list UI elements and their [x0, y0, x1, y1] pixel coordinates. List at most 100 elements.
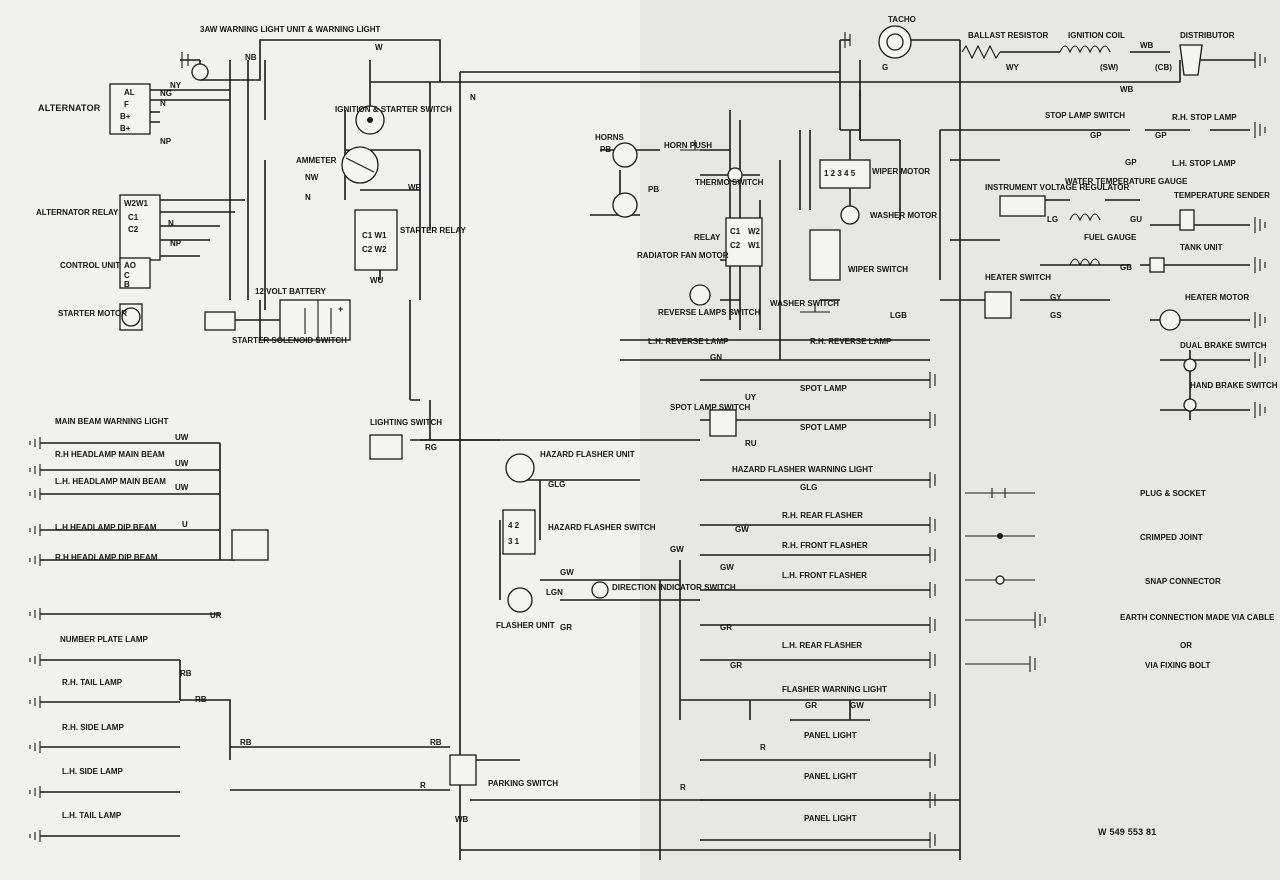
label-panel-1: PANEL LIGHT	[804, 731, 857, 740]
horn-push	[680, 140, 710, 151]
label-washer-switch: WASHER SWITCH	[770, 299, 839, 308]
svg-text:RB: RB	[430, 738, 442, 747]
label-lh-stop: L.H. STOP LAMP	[1172, 159, 1236, 168]
earth-cable-icon	[965, 612, 1046, 628]
label-temp-sender: TEMPERATURE SENDER	[1174, 191, 1270, 200]
hazard-unit-block	[505, 453, 535, 483]
svg-text:UW: UW	[175, 459, 189, 468]
radiator-fan-motor	[689, 284, 711, 306]
direction-indicator-switch	[591, 581, 609, 599]
svg-text:WB: WB	[1140, 41, 1154, 50]
label-starter-motor: STARTER MOTOR	[58, 309, 127, 318]
tacho-block	[878, 25, 912, 59]
label-battery: 12 VOLT BATTERY	[255, 287, 327, 296]
svg-text:AO: AO	[124, 261, 136, 270]
label-rh-side: R.H. SIDE LAMP	[62, 723, 124, 732]
label-heater-motor: HEATER MOTOR	[1185, 293, 1249, 302]
svg-text:W2W1: W2W1	[124, 199, 149, 208]
alternator	[109, 83, 151, 135]
water-gauge-block	[1069, 213, 1101, 222]
label-hazard-warning: HAZARD FLASHER WARNING LIGHT	[732, 465, 873, 474]
svg-text:LGN: LGN	[546, 588, 563, 597]
wiper-motor-block: 1 2 3 4 5	[819, 159, 871, 189]
spot-lamp-switch	[709, 409, 737, 437]
svg-text:C2: C2	[128, 225, 139, 234]
svg-text:C1: C1	[128, 213, 139, 222]
label-lh-front-flasher: L.H. FRONT FLASHER	[782, 571, 867, 580]
svg-text:UR: UR	[210, 611, 222, 620]
starter-solenoid	[204, 311, 236, 331]
label-relay: RELAY	[694, 233, 721, 242]
tank-unit	[1149, 257, 1165, 273]
svg-text:GP: GP	[1155, 131, 1167, 140]
label-hazard-switch: HAZARD FLASHER SWITCH	[548, 523, 656, 532]
svg-text:LG: LG	[1047, 215, 1058, 224]
svg-text:C2: C2	[730, 241, 741, 250]
svg-text:GR: GR	[720, 623, 732, 632]
svg-text:GU: GU	[1130, 215, 1142, 224]
lighting-switch	[369, 434, 403, 460]
radiator-fan-block	[689, 284, 711, 306]
hazard-flasher-unit	[505, 453, 535, 483]
label-control-unit: CONTROL UNIT	[60, 261, 120, 270]
svg-text:3 1: 3 1	[508, 537, 520, 546]
label-ignition-switch: IGNITION & STARTER SWITCH	[335, 105, 452, 114]
spot-lamp-switch-block	[709, 409, 737, 437]
label-reverse-switch: REVERSE LAMPS SWITCH	[658, 308, 760, 317]
washer-switch-block	[800, 304, 830, 313]
svg-text:GR: GR	[730, 661, 742, 670]
svg-text:WB: WB	[455, 815, 469, 824]
svg-text:C: C	[124, 271, 130, 280]
label-rh-tail: R.H. TAIL LAMP	[62, 678, 123, 687]
label-water-gauge: WATER TEMPERATURE GAUGE	[1065, 177, 1188, 186]
dipper-switch-block	[231, 529, 269, 561]
component-labels: 3AW WARNING LIGHT UNIT & WARNING LIGHT A…	[36, 15, 1278, 823]
legend-earth-bolt: VIA FIXING BOLT	[1145, 661, 1210, 670]
label-hazard-unit: HAZARD FLASHER UNIT	[540, 450, 635, 459]
label-dual-brake: DUAL BRAKE SWITCH	[1180, 341, 1267, 350]
svg-text:GLG: GLG	[800, 483, 817, 492]
svg-text:RU: RU	[745, 439, 757, 448]
legend-crimped-joint: CRIMPED JOINT	[1140, 533, 1203, 542]
svg-text:GP: GP	[1125, 158, 1137, 167]
label-washer-motor: WASHER MOTOR	[870, 211, 937, 220]
svg-text:NP: NP	[170, 239, 182, 248]
ivr-block	[999, 195, 1046, 217]
svg-text:GY: GY	[1050, 293, 1062, 302]
ballast-resistor-block	[961, 44, 1001, 60]
washer-motor-block	[840, 205, 860, 225]
wiper-switch-block	[809, 229, 841, 281]
battery-block: +	[279, 299, 351, 342]
label-number-plate: NUMBER PLATE LAMP	[60, 635, 149, 644]
svg-text:R: R	[680, 783, 686, 792]
label-wiper-motor: WIPER MOTOR	[872, 167, 930, 176]
washer-motor	[840, 205, 860, 225]
label-lh-dip: L.H HEADLAMP DIP BEAM	[55, 523, 157, 532]
svg-text:RB: RB	[195, 695, 207, 704]
label-rh-front-flasher: R.H. FRONT FLASHER	[782, 541, 868, 550]
label-horns: HORNS	[595, 133, 625, 142]
label-wiper-switch: WIPER SWITCH	[848, 265, 908, 274]
label-panel-2: PANEL LIGHT	[804, 772, 857, 781]
svg-text:R: R	[760, 743, 766, 752]
label-ammeter: AMMETER	[296, 156, 337, 165]
svg-text:GB: GB	[1120, 263, 1132, 272]
ignition-coil	[1059, 45, 1111, 54]
dual-brake-switch	[1183, 358, 1197, 372]
svg-text:RB: RB	[240, 738, 252, 747]
brake-switches-block	[1183, 358, 1197, 412]
control-unit	[119, 257, 151, 289]
fuel-gauge	[1069, 258, 1101, 267]
label-lh-reverse: L.H. REVERSE LAMP	[648, 337, 729, 346]
label-ballast: BALLAST RESISTOR	[968, 31, 1049, 40]
svg-text:GW: GW	[670, 545, 684, 554]
label-distributor: DISTRIBUTOR	[1180, 31, 1235, 40]
washer-switch	[800, 304, 830, 313]
fuel-gauge-block	[1069, 258, 1101, 267]
svg-text:C1 W1: C1 W1	[362, 231, 387, 240]
distributor	[1179, 44, 1203, 76]
svg-text:U: U	[182, 520, 188, 529]
